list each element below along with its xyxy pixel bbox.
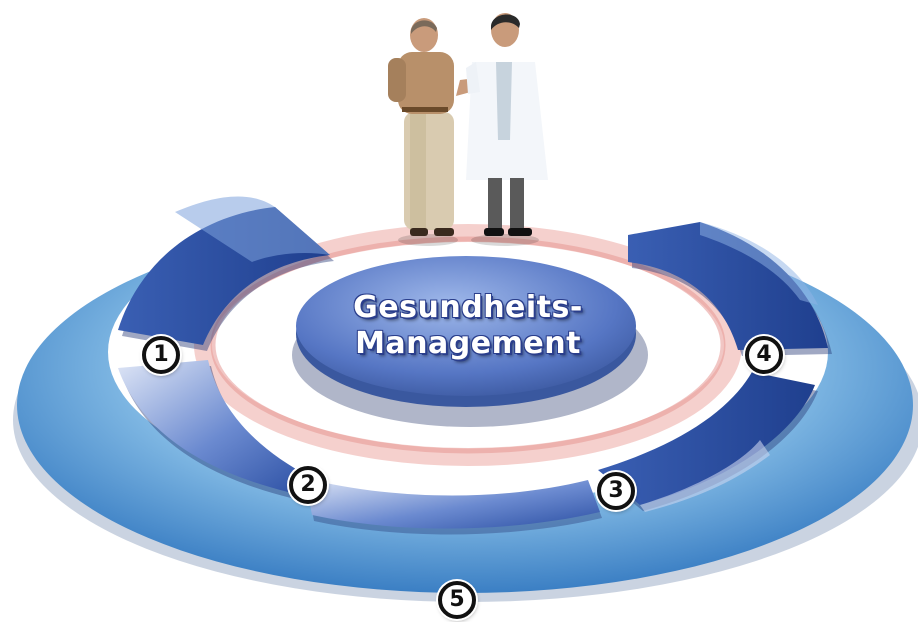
segment-4 (628, 222, 832, 356)
step-badge-2: 2 (289, 466, 327, 504)
patient-figure (388, 18, 458, 246)
doctor-figure (456, 13, 548, 246)
step-badge-1: 1 (142, 336, 180, 374)
segment-3 (598, 372, 818, 512)
center-disc (292, 256, 648, 427)
center-label-line2: Management (355, 326, 581, 361)
people-illustration (388, 13, 548, 246)
segment-2 (118, 360, 315, 498)
center-label: Gesundheits- Management (318, 290, 618, 362)
segment-1 (118, 196, 334, 351)
center-label-line1: Gesundheits- (353, 290, 583, 325)
segment-bottom (305, 478, 602, 535)
step-badge-3: 3 (597, 472, 635, 510)
step-badge-5: 5 (438, 581, 476, 619)
step-badge-4: 4 (745, 336, 783, 374)
